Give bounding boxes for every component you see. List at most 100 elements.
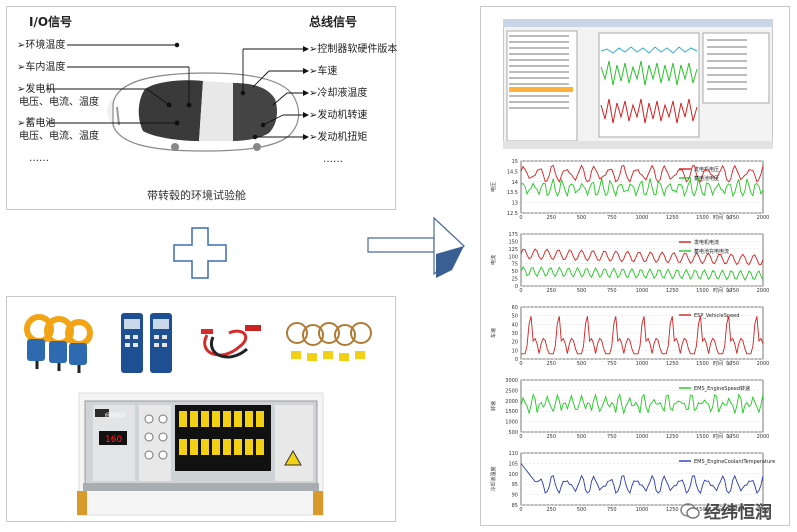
x-tick-label: 0 [519,288,522,294]
io-label-generator-detail: 电压、电流、温度 [19,97,99,108]
y-tick-label: 500 [508,430,518,436]
series-line [520,463,764,495]
test-lead-icon [201,325,261,359]
x-tick-label: 1250 [666,361,679,367]
y-tick-label: 2500 [505,388,518,394]
x-tick-label: 1250 [666,434,679,440]
x-tick-label: 1250 [666,507,679,513]
legend-label: EMS_EngineCoolantTemperature [694,459,775,465]
y-tick-label: 14.5 [507,169,518,175]
x-tick-label: 750 [607,288,617,294]
y-tick-label: 1500 [505,409,518,415]
io-header: I/O信号 [29,15,73,29]
x-tick-label: 750 [607,507,617,513]
io-label-cabin-temp: ➢车内温度 [17,62,66,73]
y-tick-label: 0 [515,357,518,363]
x-tick-label: 250 [546,215,556,221]
y-tick-label: 100 [508,472,518,478]
legend-label: 蓄电池充电电流 [694,248,729,255]
series-line [520,393,764,416]
y-tick-label: 105 [508,461,518,467]
x-tick-label: 0 [519,434,522,440]
series-line [520,248,764,266]
series-line [520,177,764,198]
x-tick-label: 250 [546,434,556,440]
x-tick-label: 750 [607,361,617,367]
series-line [520,164,764,183]
y-tick-label: 1000 [505,420,518,426]
bus-label-speed: ➢车速 [309,66,338,77]
x-tick-label: 0 [519,361,522,367]
x-tick-label: 1000 [636,361,649,367]
io-label-generator: ➢发电机 [17,84,56,95]
y-tick-label: 60 [512,305,518,311]
multimeter-icon [121,313,172,373]
x-tick-label: 1750 [726,215,739,221]
x-axis-label: 时间（s） [713,360,736,367]
y-tick-label: 0 [515,284,518,290]
y-tick-label: 110 [508,451,518,457]
y-tick-label: 10 [512,348,518,354]
x-tick-label: 2000 [757,507,770,513]
x-tick-label: 1500 [696,434,709,440]
y-axis-label: 电压 [490,182,497,192]
car-illustration [47,42,309,152]
x-tick-label: 1000 [636,215,649,221]
equipment-panel: 160 经纬恒润 [6,296,396,522]
y-axis-label: 电流 [490,255,497,265]
x-tick-label: 2000 [757,215,770,221]
x-tick-label: 250 [546,361,556,367]
x-axis-label: 时间（s） [713,506,736,513]
bus-label-more: …… [323,154,343,165]
bus-label-coolant: ➢冷却液温度 [309,88,368,99]
wechat-icon [680,502,700,519]
io-label-more: …… [29,153,49,164]
x-tick-label: 0 [519,507,522,513]
io-label-ambient-temp: ➢环境温度 [17,40,66,51]
y-tick-label: 40 [512,322,518,328]
x-tick-label: 1250 [666,215,679,221]
x-tick-label: 1250 [666,288,679,294]
x-tick-label: 250 [546,507,556,513]
y-tick-label: 50 [512,269,518,275]
x-tick-label: 1000 [636,507,649,513]
x-tick-label: 0 [519,215,522,221]
y-tick-label: 30 [512,331,518,337]
software-screenshot [503,19,773,149]
y-axis-label: 转速 [490,401,497,411]
y-tick-label: 25 [512,277,518,283]
current-clamp-icon [24,314,93,373]
x-tick-label: 1000 [636,434,649,440]
y-tick-label: 12.5 [507,211,518,217]
plus-icon [173,227,227,279]
x-tick-label: 1500 [696,288,709,294]
chart-frame [520,160,764,214]
legend-label: EMS_EngineSpeed转速 [694,385,750,392]
bus-label-torque: ➢发动机扭矩 [309,132,368,143]
y-axis-label: 冷却液温度 [490,466,497,491]
bus-label-version: ➢控制器软硬件版本 [309,44,398,55]
chart-frame [520,379,764,433]
y-tick-label: 150 [508,239,518,245]
y-tick-label: 15 [512,159,518,165]
signal-panel: I/O信号 总线信号 ➢环境温度 ➢车内温度 ➢发电机 电压、电流、温度 ➢蓄电… [6,6,398,210]
y-tick-label: 20 [512,340,518,346]
y-tick-label: 100 [508,254,518,260]
x-tick-label: 500 [577,288,587,294]
x-tick-label: 750 [607,434,617,440]
y-tick-label: 2000 [505,399,518,405]
x-tick-label: 1750 [726,361,739,367]
y-tick-label: 75 [512,262,518,268]
y-tick-label: 175 [508,232,518,238]
legend-label: 发电机电流 [694,239,719,246]
x-tick-label: 2000 [757,288,770,294]
y-tick-label: 50 [512,314,518,320]
thermocouple-icon [286,322,372,361]
x-tick-label: 500 [577,507,587,513]
data-acquisition-device: 160 [77,392,324,516]
x-axis-label: 时间（s） [713,433,736,440]
